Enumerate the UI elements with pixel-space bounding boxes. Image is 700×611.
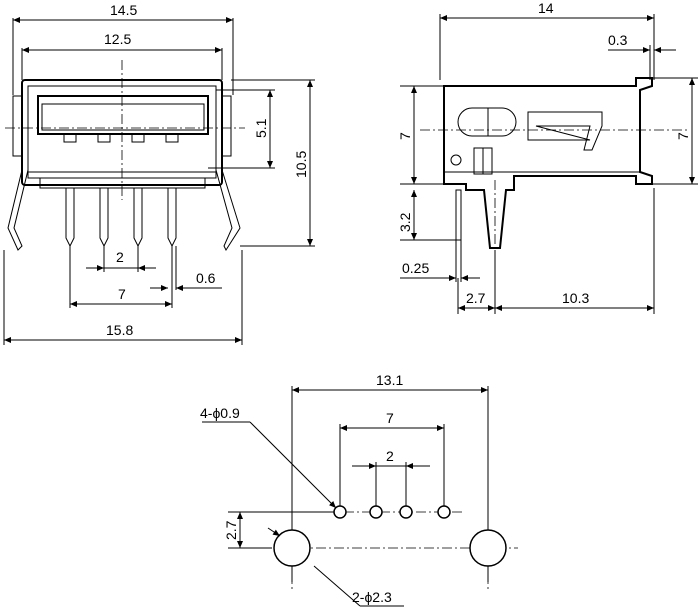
- dim-pin-width: 0.6: [196, 270, 216, 286]
- left-mount-leg: [7, 169, 29, 251]
- contact-tabs: [63, 133, 179, 143]
- large-holes: [273, 529, 507, 567]
- port-opening: [37, 95, 209, 135]
- dim-height-left: 7: [397, 132, 413, 140]
- latch-window: [457, 107, 517, 137]
- dim-total-height: 10.5: [293, 151, 309, 178]
- dim-lead-span: 15.8: [106, 322, 133, 338]
- side-view: 14 0.3 7 7 3.2: [397, 0, 698, 314]
- dim-shell-thickness: 0.3: [608, 32, 628, 48]
- dim-overall-width: 14.5: [110, 2, 137, 18]
- right-mount-leg: [215, 169, 241, 252]
- dim-body-depth: 10.3: [562, 290, 589, 306]
- small-holes: [333, 505, 451, 519]
- dim-row-offset: 2.7: [223, 520, 239, 540]
- connector-pins: [65, 188, 177, 248]
- dim-pin-span: 7: [118, 286, 126, 302]
- side-body-outline: [443, 77, 653, 249]
- dim-pad-pitch: 2: [386, 448, 394, 464]
- dim-pin-offset: 2.7: [466, 290, 486, 306]
- note-small-holes: 4-ϕ0.9: [200, 405, 240, 421]
- front-view: 14.5 12.5: [3, 2, 315, 345]
- spring-latch: [527, 111, 603, 151]
- dim-pin-thickness: 0.25: [402, 260, 429, 276]
- dim-opening-height: 5.1: [253, 118, 269, 138]
- dim-pin-pitch: 2: [116, 249, 124, 265]
- dim-opening-width: 12.5: [104, 31, 131, 47]
- side-pin: [455, 189, 462, 241]
- dim-length: 14: [538, 0, 554, 16]
- dim-overall-span: 13.1: [376, 372, 403, 388]
- note-large-holes: 2-ϕ2.3: [352, 589, 392, 605]
- dim-pad-span: 7: [386, 410, 394, 426]
- dim-pin-length: 3.2: [397, 212, 413, 232]
- pcb-layout: 13.1 7 2 2.7: [200, 372, 518, 607]
- dim-height-right: 7: [675, 132, 691, 140]
